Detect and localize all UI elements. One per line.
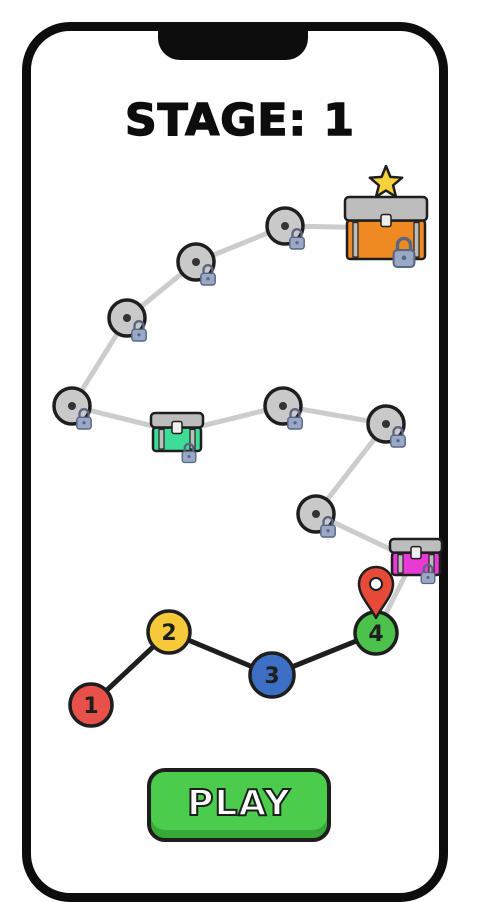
level-node-3[interactable]: 3	[248, 651, 296, 699]
padlock-shackle	[322, 516, 334, 527]
level-node-2[interactable]: 2	[146, 609, 192, 655]
locked-node-dot	[281, 222, 289, 230]
level-number: 1	[83, 694, 98, 719]
padlock-icon	[76, 408, 92, 430]
locked-level-node[interactable]	[52, 386, 92, 426]
padlock-keyhole	[295, 241, 299, 245]
chest-latch	[380, 213, 392, 228]
padlock-keyhole	[137, 333, 141, 337]
green-treasure-chest[interactable]	[149, 411, 205, 453]
padlock-icon	[392, 236, 416, 269]
level-number: 3	[264, 664, 279, 689]
padlock-keyhole	[82, 421, 86, 425]
locked-path	[69, 223, 416, 636]
padlock-shackle	[289, 408, 301, 419]
padlock-icon	[131, 320, 147, 342]
locked-node-dot	[312, 510, 320, 518]
level-node-1[interactable]: 1	[68, 682, 114, 728]
padlock-keyhole	[187, 455, 191, 459]
locked-node-dot	[382, 420, 390, 428]
level-node-circle	[248, 651, 296, 699]
locked-node-dot	[192, 258, 200, 266]
chest-strap-left	[158, 428, 165, 450]
padlock-icon	[390, 426, 406, 448]
chest-strap-left	[397, 554, 404, 574]
magenta-treasure-chest[interactable]	[388, 537, 444, 577]
level-node-circle	[68, 682, 114, 728]
padlock-icon	[200, 264, 216, 286]
padlock-shackle	[133, 320, 145, 331]
padlock-keyhole	[293, 421, 297, 425]
chest-latch	[171, 420, 183, 435]
padlock-shackle	[395, 236, 413, 252]
level-number: 4	[368, 622, 383, 647]
locked-node-dot	[68, 402, 76, 410]
locked-node-dot	[123, 314, 131, 322]
level-map: 1 2 3 4	[52, 164, 444, 728]
chest-strap-right	[413, 221, 420, 258]
padlock-shackle	[202, 264, 214, 275]
pin-body	[357, 565, 395, 620]
padlock-icon	[287, 408, 303, 430]
padlock-icon	[289, 228, 305, 250]
pin-hole	[369, 577, 383, 591]
chest-strap-left	[352, 221, 359, 258]
padlock-keyhole	[206, 277, 210, 281]
locked-level-node[interactable]	[296, 494, 336, 534]
final-treasure-chest[interactable]	[343, 164, 429, 261]
level-node-circle	[146, 609, 192, 655]
locked-level-node[interactable]	[263, 386, 303, 426]
locked-level-node[interactable]	[176, 242, 216, 282]
unlocked-path	[88, 629, 379, 708]
star-icon	[368, 164, 404, 199]
locked-level-node[interactable]	[265, 206, 305, 246]
stage-title: STAGE: 1	[124, 94, 356, 147]
play-label: PLAY	[186, 782, 291, 825]
padlock-keyhole	[326, 529, 330, 533]
padlock-icon	[420, 563, 436, 585]
padlock-icon	[181, 442, 197, 464]
phone-notch	[158, 22, 308, 60]
padlock-icon	[320, 516, 336, 538]
phone-frame	[22, 22, 448, 902]
locked-node-dot	[279, 402, 287, 410]
padlock-shackle	[78, 408, 90, 419]
locked-level-node[interactable]	[107, 298, 147, 338]
locked-level-node[interactable]	[366, 404, 406, 444]
padlock-shackle	[183, 442, 195, 453]
level-node-4[interactable]: 4	[353, 610, 399, 656]
padlock-shackle	[422, 563, 434, 574]
padlock-keyhole	[426, 576, 430, 580]
padlock-keyhole	[401, 255, 407, 261]
padlock-keyhole	[396, 439, 400, 443]
level-number: 2	[161, 621, 176, 646]
padlock-shackle	[291, 228, 303, 239]
chest-latch	[410, 545, 422, 560]
play-button[interactable]: PLAY	[147, 768, 331, 842]
location-pin-icon	[357, 565, 395, 620]
padlock-shackle	[392, 426, 404, 437]
